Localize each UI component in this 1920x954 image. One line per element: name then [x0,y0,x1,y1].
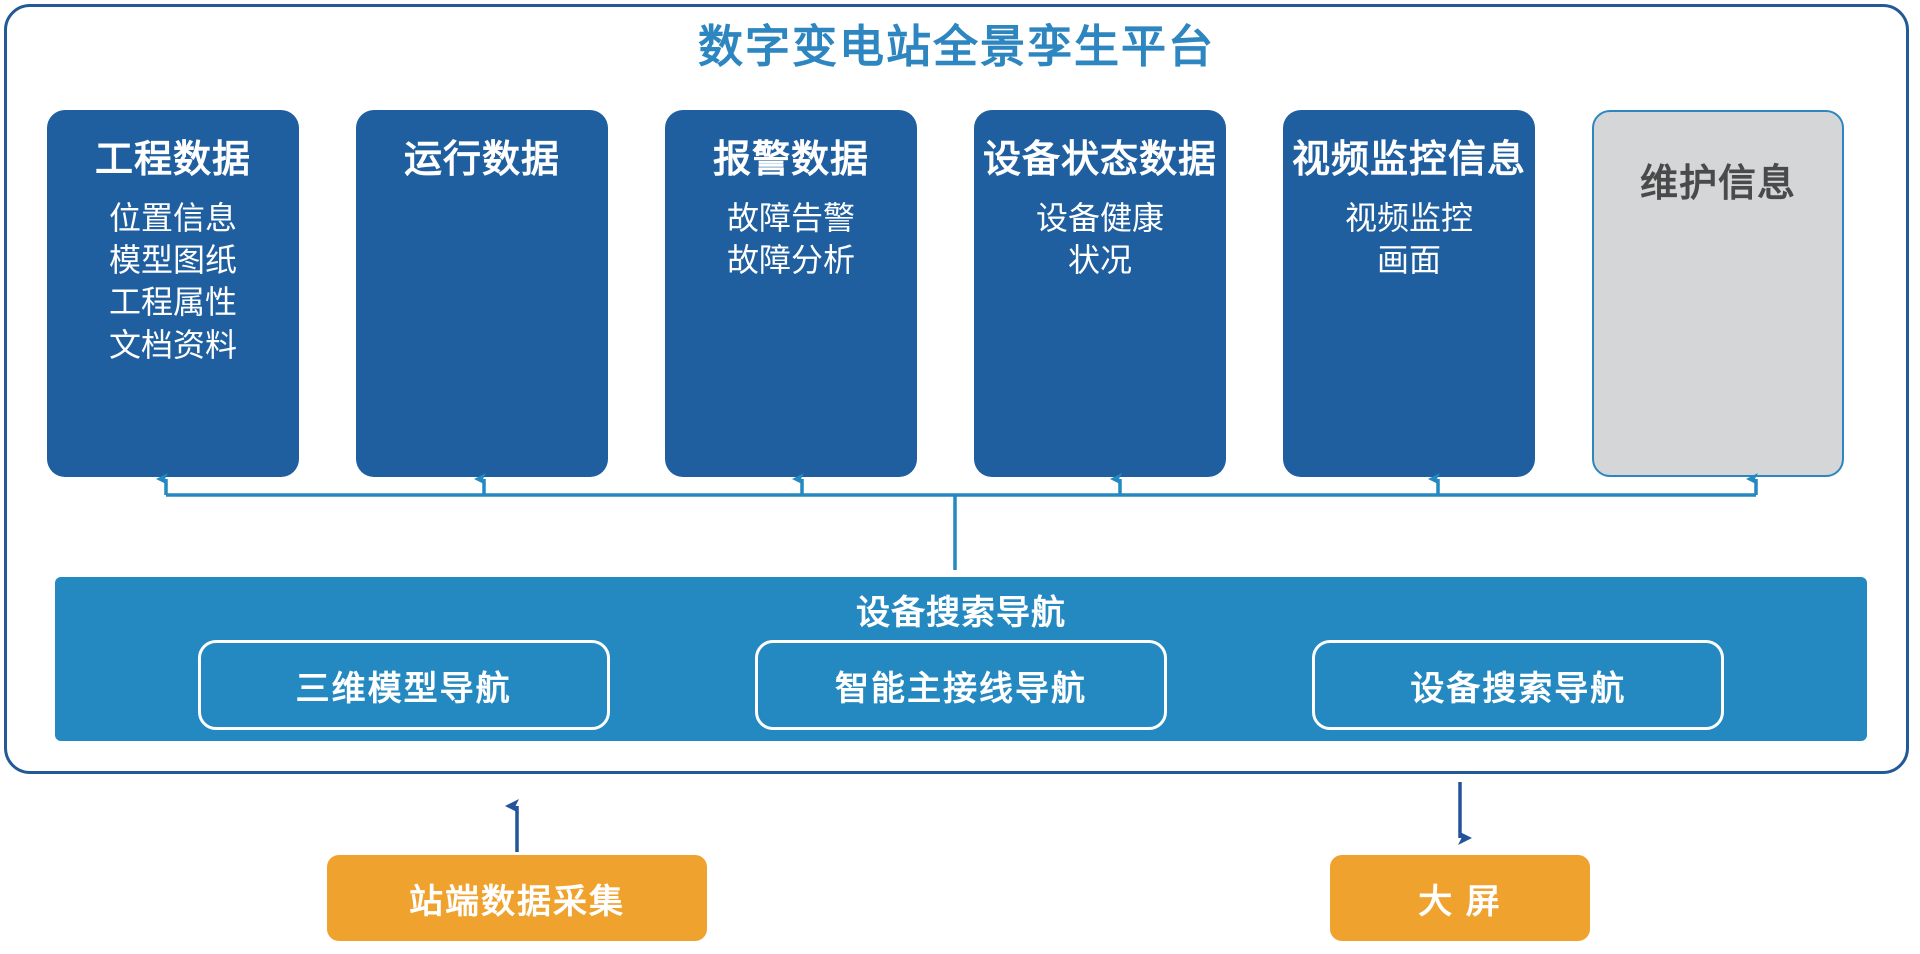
card-item: 视频监控 [1344,199,1473,236]
card-item: 位置信息 [108,199,237,236]
card-item: 文档资料 [108,326,237,363]
card-item-list: 视频监控 画面 [1345,197,1473,281]
page-title: 数字变电站全景孪生平台 [697,21,1215,72]
card-item-list: 设备健康 状况 [1036,197,1164,281]
card-item: 状况 [1067,242,1132,279]
card-item: 设备健康 [1035,199,1164,236]
card-item: 画面 [1376,242,1441,279]
card-item-list: 位置信息 模型图纸 工程属性 文档资料 [109,197,237,366]
data-card-alarm[interactable]: 报警数据 故障告警 故障分析 [665,110,917,477]
card-item: 故障告警 [726,199,855,236]
card-item: 工程属性 [108,284,237,321]
card-title: 运行数据 [403,139,560,181]
nav-bar-title: 设备搜索导航 [856,594,1066,632]
card-title: 工程数据 [94,139,251,181]
data-card-engineering[interactable]: 工程数据 位置信息 模型图纸 工程属性 文档资料 [47,110,299,477]
endpoint-station-data-collection[interactable]: 站端数据采集 [327,855,707,941]
endpoint-big-screen[interactable]: 大 屏 [1330,855,1590,941]
nav-button-main-wiring[interactable]: 智能主接线导航 [754,640,1167,730]
data-card-maintenance[interactable]: 维护信息 [1592,110,1844,477]
card-title: 设备状态数据 [982,139,1217,181]
data-card-video-monitor[interactable]: 视频监控信息 视频监控 画面 [1283,110,1535,477]
nav-button-group: 三维模型导航 智能主接线导航 设备搜索导航 [55,639,1867,731]
platform-frame: 数字变电站全景孪生平台 工程数据 位置信息 模型图纸 工程属性 文档资料 运行数… [4,4,1909,774]
data-card-row: 工程数据 位置信息 模型图纸 工程属性 文档资料 运行数据 报警数据 故障告警 … [47,110,1877,477]
nav-button-device-search[interactable]: 设备搜索导航 [1312,640,1725,730]
device-search-nav-bar: 设备搜索导航 三维模型导航 智能主接线导航 设备搜索导航 [55,577,1867,741]
nav-button-3d-model[interactable]: 三维模型导航 [197,640,610,730]
card-item-list: 故障告警 故障分析 [727,197,855,281]
data-card-device-status[interactable]: 设备状态数据 设备健康 状况 [974,110,1226,477]
card-title: 视频监控信息 [1291,139,1526,181]
card-title: 维护信息 [1639,163,1796,205]
card-title: 报警数据 [712,139,869,181]
card-item: 模型图纸 [108,242,237,279]
data-card-operation[interactable]: 运行数据 [356,110,608,477]
card-item: 故障分析 [726,242,855,279]
